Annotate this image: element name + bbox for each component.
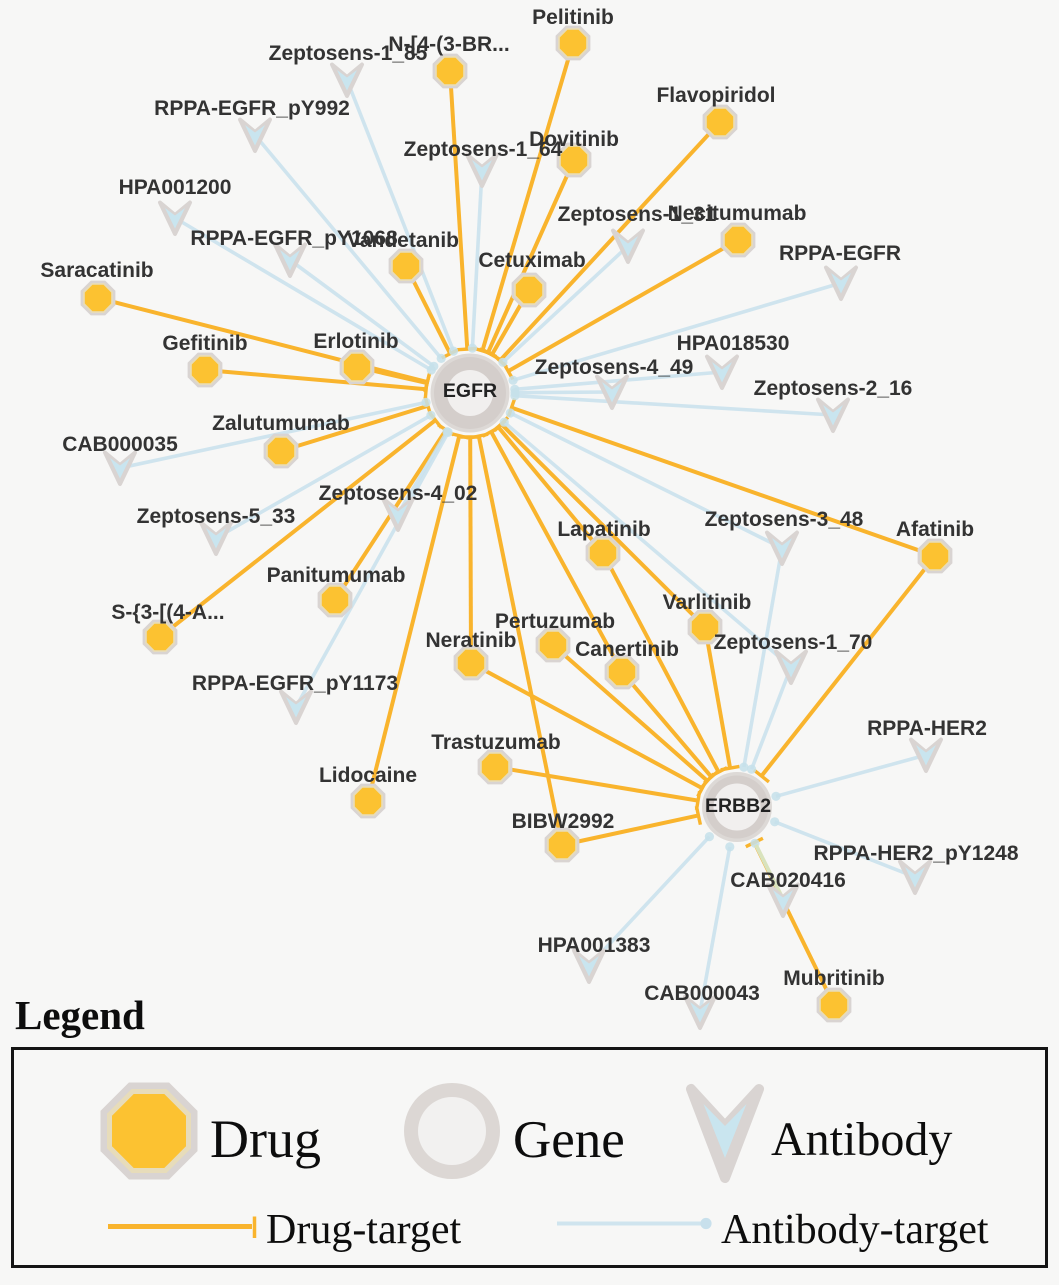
svg-text:Zeptosens-2_16: Zeptosens-2_16 — [754, 377, 913, 400]
svg-text:Gene: Gene — [513, 1111, 625, 1169]
svg-text:Pertuzumab: Pertuzumab — [495, 610, 615, 633]
svg-text:Zeptosens-5_33: Zeptosens-5_33 — [137, 505, 296, 528]
svg-text:HPA001383: HPA001383 — [538, 934, 651, 957]
svg-text:CAB000043: CAB000043 — [644, 982, 760, 1005]
svg-text:Dovitinib: Dovitinib — [529, 128, 619, 151]
svg-text:Gefitinib: Gefitinib — [162, 332, 247, 355]
svg-text:Zeptosens-1_70: Zeptosens-1_70 — [714, 631, 873, 654]
svg-text:Necitumumab: Necitumumab — [668, 202, 807, 225]
svg-text:Zeptosens-1_85: Zeptosens-1_85 — [269, 42, 428, 65]
svg-text:Zeptosens-1_64: Zeptosens-1_64 — [404, 138, 563, 161]
svg-text:Panitumumab: Panitumumab — [267, 564, 406, 587]
svg-text:HPA018530: HPA018530 — [677, 332, 790, 355]
svg-text:Cetuximab: Cetuximab — [478, 249, 585, 272]
svg-text:S-{3-[(4-A...: S-{3-[(4-A... — [111, 601, 224, 624]
svg-text:Zeptosens-4_02: Zeptosens-4_02 — [319, 482, 478, 505]
svg-text:Afatinib: Afatinib — [896, 518, 974, 541]
svg-text:Lapatinib: Lapatinib — [557, 518, 650, 541]
svg-text:Trastuzumab: Trastuzumab — [431, 731, 561, 754]
svg-text:Drug: Drug — [210, 1109, 321, 1169]
svg-text:Canertinib: Canertinib — [575, 638, 679, 661]
svg-text:Zeptosens-4_49: Zeptosens-4_49 — [535, 356, 694, 379]
svg-text:Antibody: Antibody — [771, 1113, 952, 1166]
svg-text:Saracatinib: Saracatinib — [40, 259, 153, 282]
svg-text:CAB020416: CAB020416 — [730, 869, 846, 892]
svg-text:Legend: Legend — [15, 992, 145, 1038]
svg-text:RPPA-HER2: RPPA-HER2 — [867, 717, 987, 740]
svg-text:Antibody-target: Antibody-target — [721, 1207, 989, 1253]
svg-text:Varlitinib: Varlitinib — [663, 591, 752, 614]
svg-text:Lidocaine: Lidocaine — [319, 764, 417, 787]
svg-text:Neratinib: Neratinib — [425, 629, 516, 652]
svg-text:HPA001200: HPA001200 — [119, 176, 232, 199]
svg-text:Vandetanib: Vandetanib — [347, 229, 459, 252]
svg-text:RPPA-EGFR_pY1068: RPPA-EGFR_pY1068 — [190, 227, 398, 250]
svg-text:Flavopiridol: Flavopiridol — [656, 84, 775, 107]
svg-text:CAB000035: CAB000035 — [62, 433, 178, 456]
svg-text:Drug-target: Drug-target — [266, 1207, 461, 1253]
svg-text:RPPA-HER2_pY1248: RPPA-HER2_pY1248 — [813, 842, 1018, 865]
svg-text:Zalutumumab: Zalutumumab — [212, 412, 350, 435]
svg-text:Zeptosens-1_31: Zeptosens-1_31 — [558, 203, 717, 226]
svg-text:Erlotinib: Erlotinib — [313, 330, 398, 353]
svg-text:Zeptosens-3_48: Zeptosens-3_48 — [705, 508, 864, 531]
svg-text:ERBB2: ERBB2 — [705, 795, 771, 817]
svg-text:RPPA-EGFR_pY992: RPPA-EGFR_pY992 — [154, 97, 350, 120]
svg-text:BIBW2992: BIBW2992 — [512, 810, 615, 833]
svg-text:Pelitinib: Pelitinib — [532, 6, 614, 29]
svg-text:EGFR: EGFR — [443, 380, 497, 402]
svg-text:RPPA-EGFR: RPPA-EGFR — [779, 242, 901, 265]
svg-text:Mubritinib: Mubritinib — [783, 967, 884, 990]
svg-text:RPPA-EGFR_pY1173: RPPA-EGFR_pY1173 — [192, 672, 398, 695]
svg-text:N-[4-(3-BR...: N-[4-(3-BR... — [388, 33, 509, 56]
